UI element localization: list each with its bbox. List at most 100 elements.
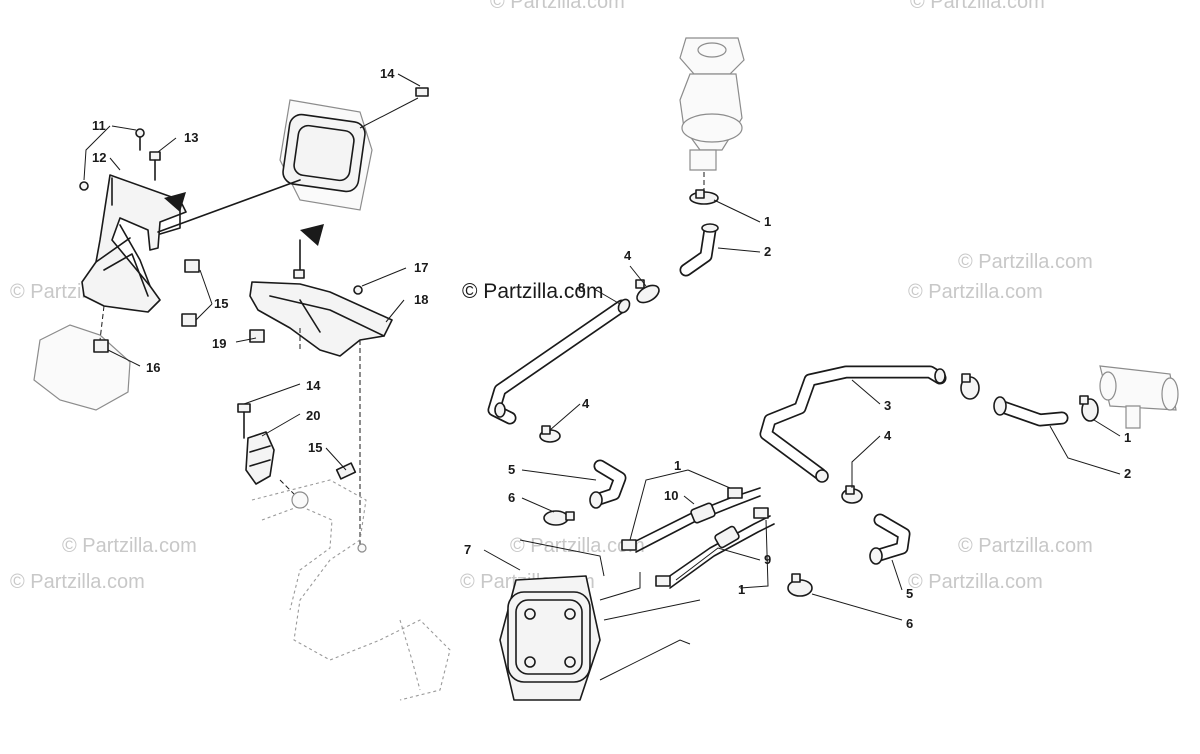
fitting-clamp xyxy=(753,507,769,519)
hose-end xyxy=(869,547,883,565)
elbow-hose-right-top xyxy=(993,396,1069,427)
watermark: © Partzilla.com xyxy=(10,571,145,593)
callout-4: 4 xyxy=(624,248,632,263)
oil-line xyxy=(663,515,771,581)
callout-9: 9 xyxy=(764,552,771,567)
callout-17: 17 xyxy=(414,260,428,275)
screw-14-lower xyxy=(237,403,251,413)
housing-outlet xyxy=(689,149,717,171)
callout-11: 11 xyxy=(92,118,106,133)
callout-8: 8 xyxy=(578,280,585,295)
callout-4-right: 4 xyxy=(884,428,892,443)
line-fitting xyxy=(690,502,716,524)
callout-20: 20 xyxy=(306,408,320,423)
hose-end xyxy=(815,469,829,483)
bracket-assembly xyxy=(33,128,200,411)
clamp-screw xyxy=(791,573,801,583)
housing-base xyxy=(681,113,743,143)
screw-13 xyxy=(149,151,161,161)
cooler-core-inner xyxy=(293,124,355,182)
fitting-clamp xyxy=(655,575,671,587)
mounting-bracket xyxy=(81,174,187,313)
watermark: © Partzilla.com xyxy=(62,535,197,557)
clip-nut xyxy=(184,259,200,273)
hose-end xyxy=(701,223,719,233)
callout-3: 3 xyxy=(884,398,891,413)
hose-inner xyxy=(871,515,909,561)
bracket-webbing xyxy=(95,224,151,297)
callout-5: 5 xyxy=(508,462,515,477)
oil-line xyxy=(635,495,761,553)
callout-labels: 11 12 13 14 15 16 17 18 19 14 20 15 1 2 … xyxy=(92,66,1131,631)
cooler-core-inner xyxy=(515,599,583,675)
screw-14 xyxy=(415,87,429,97)
watermarks: © Partzilla.com © Partzilla.com © Partzi… xyxy=(10,0,1093,593)
watermark: © Partzilla.com xyxy=(490,0,625,13)
clamp-screw xyxy=(1079,395,1089,405)
watermark: © Partzilla.com xyxy=(958,251,1093,273)
direction-arrow-icon xyxy=(164,192,186,212)
watermark: © Partzilla.com xyxy=(908,281,1043,303)
ghost-mount xyxy=(33,324,131,411)
clip-19 xyxy=(249,329,265,343)
ghost-frame xyxy=(251,479,451,701)
ghost-oil-cooler-top xyxy=(157,87,429,233)
callout-14-lower: 14 xyxy=(306,378,321,393)
elbow-hose-right xyxy=(869,513,911,565)
clamp-screw xyxy=(845,485,855,495)
clip-16 xyxy=(93,339,109,353)
clip-nut xyxy=(181,313,197,327)
cooler-port xyxy=(524,656,536,668)
callout-15: 15 xyxy=(214,296,228,311)
callout-18: 18 xyxy=(414,292,428,307)
frame-bracket xyxy=(237,403,451,701)
leader-lines xyxy=(83,73,1121,621)
callout-19: 19 xyxy=(212,336,226,351)
cooler-port xyxy=(564,656,576,668)
cooler-port xyxy=(524,608,536,620)
hose-end xyxy=(494,402,506,418)
thermostat-housing xyxy=(679,37,745,190)
callout-10: 10 xyxy=(664,488,678,503)
long-hose-8 xyxy=(487,298,631,425)
callout-6-right: 6 xyxy=(906,616,913,631)
copyright-label: © Partzilla.com xyxy=(462,280,604,303)
callout-14: 14 xyxy=(380,66,395,81)
callout-5-right: 5 xyxy=(906,586,913,601)
callout-1: 1 xyxy=(764,214,771,229)
elbow-hose-top xyxy=(679,223,719,277)
shield-folds xyxy=(269,295,385,337)
elbow-hose-left xyxy=(589,459,627,509)
hose-inner xyxy=(761,367,945,479)
mount-line xyxy=(157,179,301,233)
hose-inner xyxy=(591,461,625,505)
ghost-frame-inner xyxy=(261,505,421,691)
tee-end xyxy=(1161,377,1179,411)
callout-2-right: 2 xyxy=(1124,466,1131,481)
callout-12: 12 xyxy=(92,150,106,165)
watermark: © Partzilla.com xyxy=(908,571,1043,593)
watermark: © Partzilla.com xyxy=(910,0,1045,13)
cooler-port xyxy=(564,608,576,620)
hose-clamp xyxy=(543,510,569,526)
cooler-core xyxy=(507,591,591,683)
clamp-screw xyxy=(565,511,575,521)
screw xyxy=(293,269,305,279)
hose-inner xyxy=(995,401,1067,425)
clamp-screw xyxy=(541,425,551,435)
watermark: © Partzilla.com xyxy=(958,535,1093,557)
screw-17 xyxy=(353,285,363,295)
heat-shield xyxy=(249,224,393,548)
hose-inner xyxy=(489,301,627,423)
hose-end xyxy=(934,368,946,384)
hose-end xyxy=(993,396,1007,416)
long-hose-3 xyxy=(759,365,947,483)
callout-2: 2 xyxy=(764,244,771,259)
oil-lines xyxy=(621,487,775,589)
cooler-core xyxy=(282,113,366,193)
watermark: © Partzilla.com xyxy=(510,535,645,557)
hose-end xyxy=(589,491,603,509)
leader-line xyxy=(359,97,419,129)
fitting-clamp xyxy=(727,487,743,499)
